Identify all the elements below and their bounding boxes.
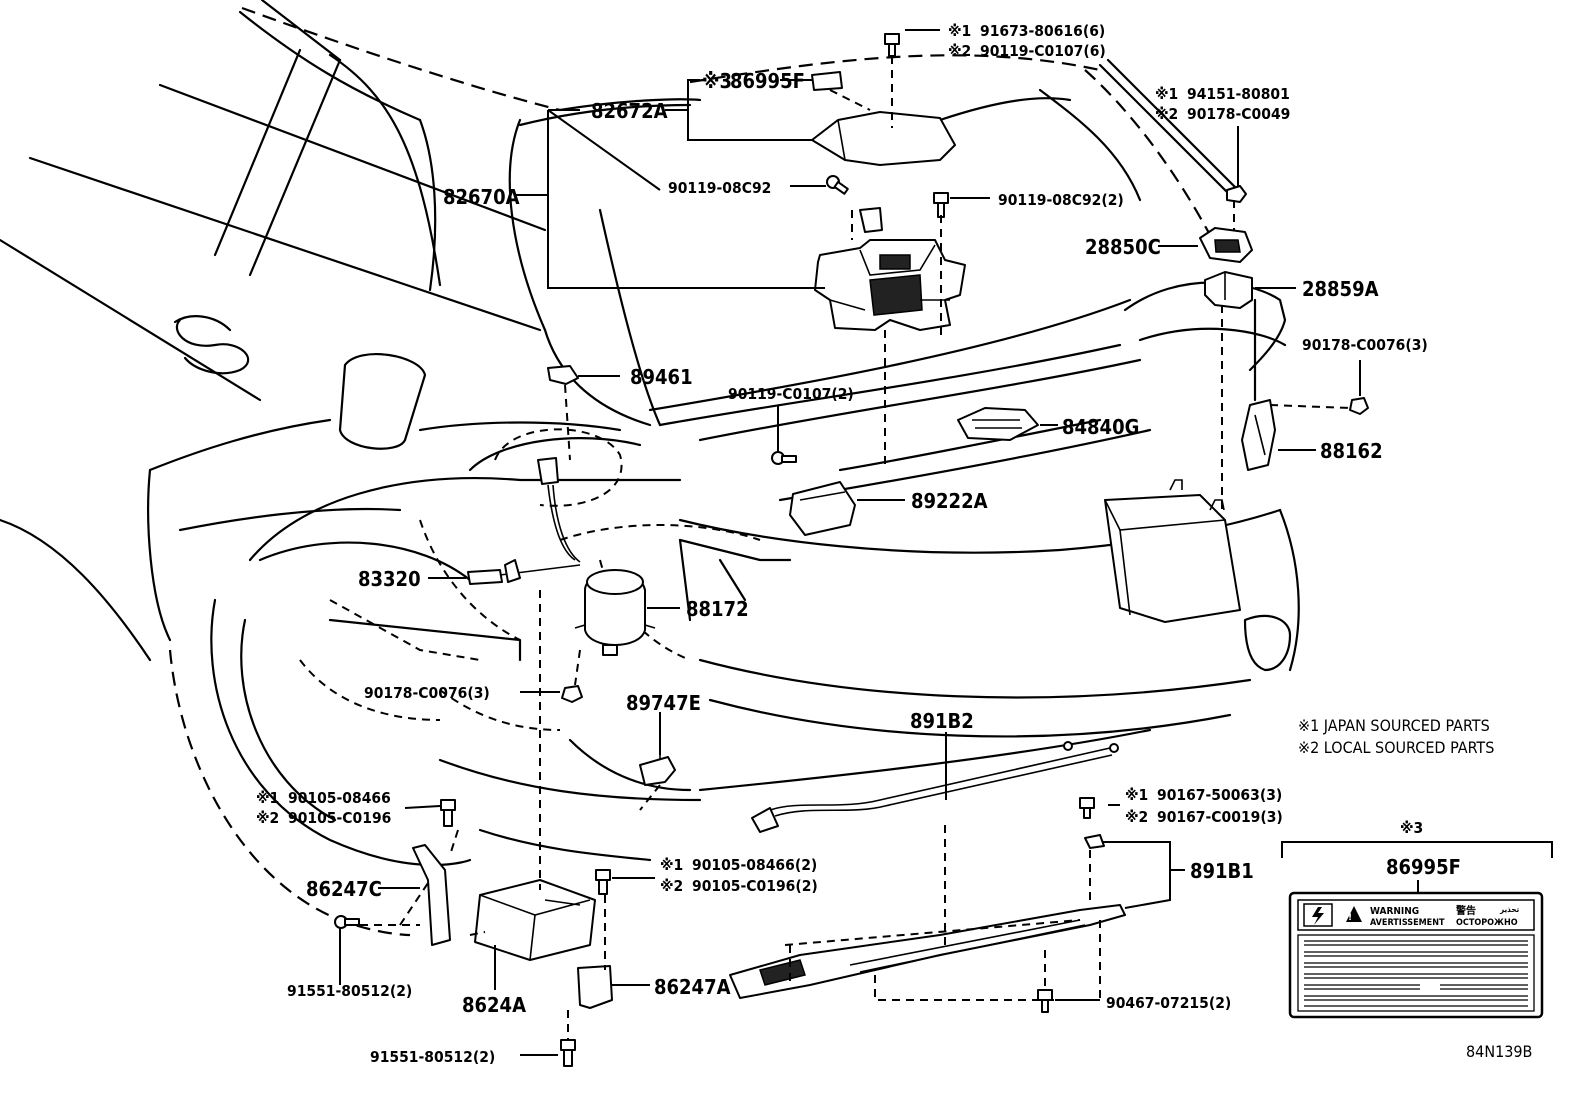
label-28859A: 28859A	[1302, 277, 1379, 301]
relay-28850C	[1199, 227, 1253, 263]
label-90105-08466-2: 90105-08466(2)	[692, 856, 817, 874]
alignment-lines	[360, 56, 1351, 1040]
label-90105-C0196: 90105-C0196	[288, 809, 391, 827]
label-90178-C0076-right: 90178-C0076(3)	[1302, 336, 1428, 354]
bracket-28859A	[1204, 271, 1253, 309]
ecu-cover	[811, 111, 956, 166]
warning-jp: 警告	[1455, 904, 1476, 917]
label-90119-C0107-2: 90119-C0107(2)	[728, 385, 854, 403]
detail-mark: ※3	[1400, 819, 1423, 837]
label-89461: 89461	[630, 365, 693, 389]
mark-90105-08466: ※1	[256, 789, 279, 807]
label-90167-50063: 90167-50063(3)	[1157, 786, 1282, 804]
mark-90105-C0196-2: ※2	[660, 877, 683, 895]
ecu-89222A	[789, 481, 856, 536]
clip-90467	[1037, 989, 1053, 1013]
cable-891B2	[751, 741, 1119, 833]
bolt-90119-08C92-2	[933, 192, 949, 218]
label-90119-08C92: 90119-08C92	[668, 179, 771, 197]
bolt-91673	[884, 33, 900, 57]
label-90178-C0076-left: 90178-C0076(3)	[364, 684, 490, 702]
mark-91673: ※1	[948, 22, 971, 40]
ecu-bracket-assembly	[814, 207, 966, 331]
svg-text:!: !	[1348, 913, 1352, 923]
label-text-lines	[1297, 934, 1535, 1012]
label-90178-C0049: 90178-C0049	[1187, 105, 1290, 123]
components	[334, 33, 1369, 1067]
bracket-86247C	[412, 844, 451, 946]
detail-part-number: 86995F	[1386, 855, 1461, 879]
bolt-90119-08C92	[826, 175, 849, 195]
label-88172: 88172	[686, 597, 749, 621]
bracket-86247A	[577, 965, 613, 1009]
mark-94151: ※1	[1155, 85, 1178, 103]
label-90119-C0107-6: 90119-C0107(6)	[980, 42, 1106, 60]
mark-90178-C0049: ※2	[1155, 105, 1178, 123]
mark-90105-08466-2: ※1	[660, 856, 683, 874]
label-82670A: 82670A	[443, 185, 520, 209]
harness-83320	[467, 457, 581, 585]
motor-88172	[574, 569, 656, 656]
warning-en: WARNING	[1370, 906, 1419, 917]
mark-90105-C0196: ※2	[256, 809, 279, 827]
warning-ru: ОСТОРОЖНО	[1456, 918, 1518, 928]
sensor-89747E	[639, 730, 676, 786]
label-90167-C0019: 90167-C0019(3)	[1157, 808, 1283, 826]
label-86247C: 86247C	[306, 877, 382, 901]
label-94151-80801: 94151-80801	[1187, 85, 1290, 103]
bolt-91551-bottom	[560, 1039, 576, 1067]
bolt-90119-C0107	[771, 451, 797, 465]
label-90105-C0196-2: 90105-C0196(2)	[692, 877, 818, 895]
mark-90167-C0019: ※2	[1125, 808, 1148, 826]
legend-japan: ※1 JAPAN SOURCED PARTS	[1298, 716, 1490, 735]
rail-891B1	[729, 904, 1126, 999]
bolt-91551-left	[334, 915, 360, 929]
nut-90178-right	[1349, 397, 1369, 415]
label-91551-80512-bottom: 91551-80512(2)	[370, 1048, 495, 1066]
label-8624A: 8624A	[462, 993, 526, 1017]
label-91673-80616: 91673-80616(6)	[980, 22, 1105, 40]
bolt-90105-center	[595, 869, 611, 895]
nut-90178-left	[561, 685, 583, 703]
label-86995F-top: 86995F	[730, 69, 805, 93]
leader-lines	[339, 29, 1361, 1056]
label-82672A: 82672A	[591, 99, 668, 123]
label-90119-08C92-2: 90119-08C92(2)	[998, 191, 1124, 209]
nut-94151	[1226, 185, 1247, 203]
label-90105-08466: 90105-08466	[288, 789, 391, 807]
sensor-89461	[547, 365, 579, 385]
mark-90119-C0107: ※2	[948, 42, 971, 60]
part-labels: ※1 91673-80616(6) ※2 90119-C0107(6) ※3 8…	[256, 22, 1428, 1066]
label-28850C: 28850C	[1085, 235, 1161, 259]
bolt-90167	[1079, 797, 1095, 819]
ecu-8624A	[474, 879, 596, 961]
figure-id: 84N139B	[1466, 1042, 1532, 1061]
legend-local: ※2 LOCAL SOURCED PARTS	[1298, 738, 1494, 757]
label-83320: 83320	[358, 567, 421, 591]
bolt-90105-left	[440, 799, 456, 827]
warning-label-small	[811, 71, 843, 91]
warning-triangle-icon	[1346, 906, 1362, 922]
sensor-88162	[1241, 399, 1276, 471]
clip-891B1	[1084, 834, 1105, 849]
label-89222A: 89222A	[911, 489, 988, 513]
label-90467-07215: 90467-07215(2)	[1106, 994, 1231, 1012]
label-891B2: 891B2	[910, 709, 974, 733]
mark-90167-50063: ※1	[1125, 786, 1148, 804]
label-88162: 88162	[1320, 439, 1383, 463]
warning-fr: AVERTISSEMENT	[1370, 918, 1445, 928]
label-91551-80512-left: 91551-80512(2)	[287, 982, 412, 1000]
warning-ar: تحذير	[1499, 905, 1520, 914]
label-84840G: 84840G	[1062, 415, 1139, 439]
vehicle-body	[0, 0, 1300, 937]
label-86247A: 86247A	[654, 975, 731, 999]
label-89747E: 89747E	[626, 691, 701, 715]
label-891B1: 891B1	[1190, 859, 1254, 883]
switch-84840G	[957, 407, 1039, 441]
label-detail-box: ※3 86995F ! WARNING AVERTISSEMENT 警告 تحذ…	[1281, 819, 1553, 1019]
legend: ※1 JAPAN SOURCED PARTS ※2 LOCAL SOURCED …	[1298, 716, 1494, 757]
mark-86995F-top: ※3	[702, 69, 732, 93]
